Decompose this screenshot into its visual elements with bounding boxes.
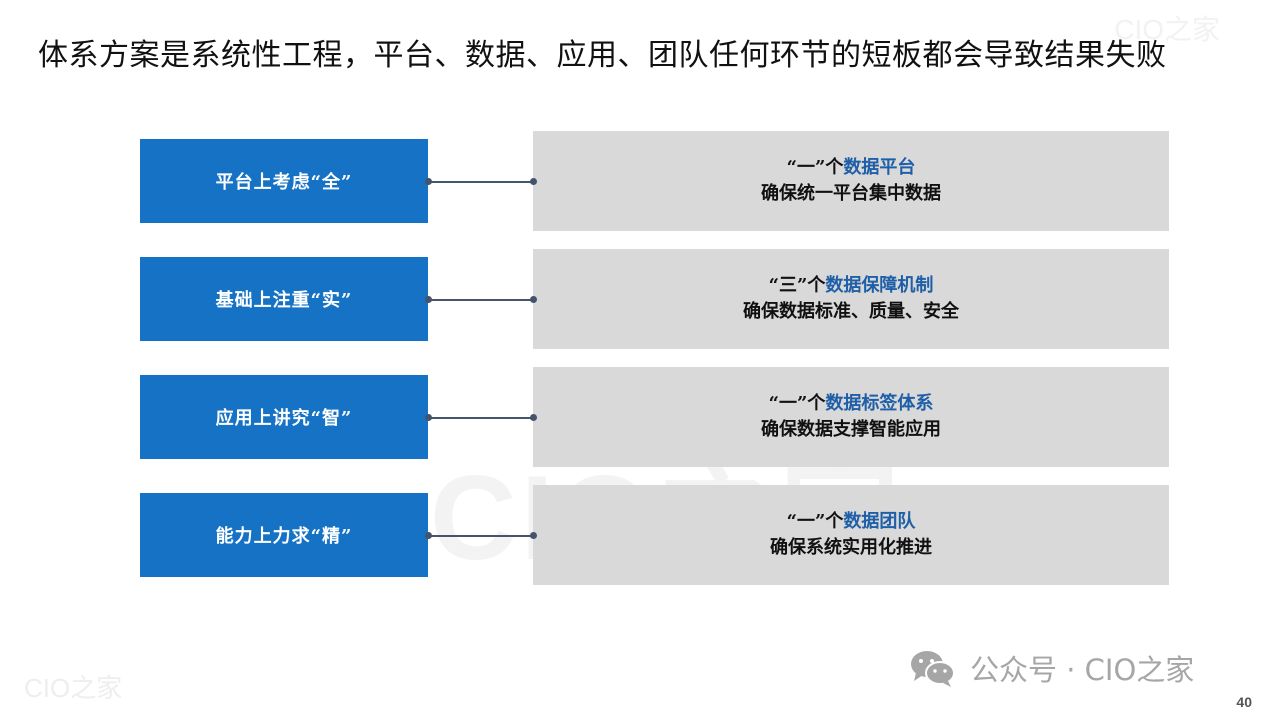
category-label: 应用上讲究“智” <box>215 408 353 429</box>
detail-highlight: 数据团队 <box>843 511 916 532</box>
row-foundation: 基础上注重“实” “三”个数据保障机制 确保数据标准、质量、安全 <box>0 249 1280 349</box>
category-box-foundation: 基础上注重“实” <box>140 257 428 341</box>
detail-description: 确保系统实用化推进 <box>770 537 932 558</box>
detail-highlight: 数据保障机制 <box>825 275 934 296</box>
connector-dot-left <box>425 414 432 421</box>
detail-box-capability: “一”个数据团队 确保系统实用化推进 <box>533 485 1169 585</box>
category-box-capability: 能力上力求“精” <box>140 493 428 577</box>
footer-brand: 公众号 · CIO之家 <box>908 646 1194 690</box>
connector-dot-left <box>425 532 432 539</box>
category-label: 基础上注重“实” <box>215 290 353 311</box>
footer-brand-text: 公众号 · CIO之家 <box>970 653 1195 687</box>
detail-prefix: “一”个 <box>786 157 844 178</box>
connector-dot-left <box>425 296 432 303</box>
watermark-bottom-left: CIO之家 <box>24 673 123 703</box>
connector-dot-right <box>530 178 537 185</box>
connector-dot-right <box>530 414 537 421</box>
connector-line <box>428 181 534 183</box>
detail-box-application: “一”个数据标签体系 确保数据支撑智能应用 <box>533 367 1169 467</box>
connector-dot-right <box>530 532 537 539</box>
category-box-platform: 平台上考虑“全” <box>140 139 428 223</box>
detail-heading: “一”个数据团队 <box>787 509 916 535</box>
connector-line <box>428 417 534 419</box>
detail-highlight: 数据平台 <box>843 157 916 178</box>
detail-prefix: “一”个 <box>786 511 844 532</box>
detail-prefix: “一”个 <box>768 393 826 414</box>
connector-dot-right <box>530 296 537 303</box>
row-application: 应用上讲究“智” “一”个数据标签体系 确保数据支撑智能应用 <box>0 367 1280 467</box>
detail-heading: “三”个数据保障机制 <box>769 273 934 299</box>
detail-description: 确保统一平台集中数据 <box>761 183 941 204</box>
connector-dot-left <box>425 178 432 185</box>
detail-box-foundation: “三”个数据保障机制 确保数据标准、质量、安全 <box>533 249 1169 349</box>
wechat-icon <box>911 651 955 687</box>
row-capability: 能力上力求“精” “一”个数据团队 确保系统实用化推进 <box>0 485 1280 585</box>
page-number: 40 <box>1236 694 1252 710</box>
slide-title: 体系方案是系统性工程，平台、数据、应用、团队任何环节的短板都会导致结果失败 <box>38 38 1167 73</box>
category-label: 平台上考虑“全” <box>215 172 353 193</box>
detail-description: 确保数据标准、质量、安全 <box>743 301 959 322</box>
category-label: 能力上力求“精” <box>215 526 353 547</box>
category-box-application: 应用上讲究“智” <box>140 375 428 459</box>
detail-description: 确保数据支撑智能应用 <box>761 419 941 440</box>
detail-prefix: “三”个 <box>768 275 826 296</box>
detail-heading: “一”个数据标签体系 <box>769 391 934 417</box>
connector-line <box>428 535 534 537</box>
detail-box-platform: “一”个数据平台 确保统一平台集中数据 <box>533 131 1169 231</box>
detail-heading: “一”个数据平台 <box>787 155 916 181</box>
connector-line <box>428 299 534 301</box>
row-platform: 平台上考虑“全” “一”个数据平台 确保统一平台集中数据 <box>0 131 1280 231</box>
detail-highlight: 数据标签体系 <box>825 393 934 414</box>
